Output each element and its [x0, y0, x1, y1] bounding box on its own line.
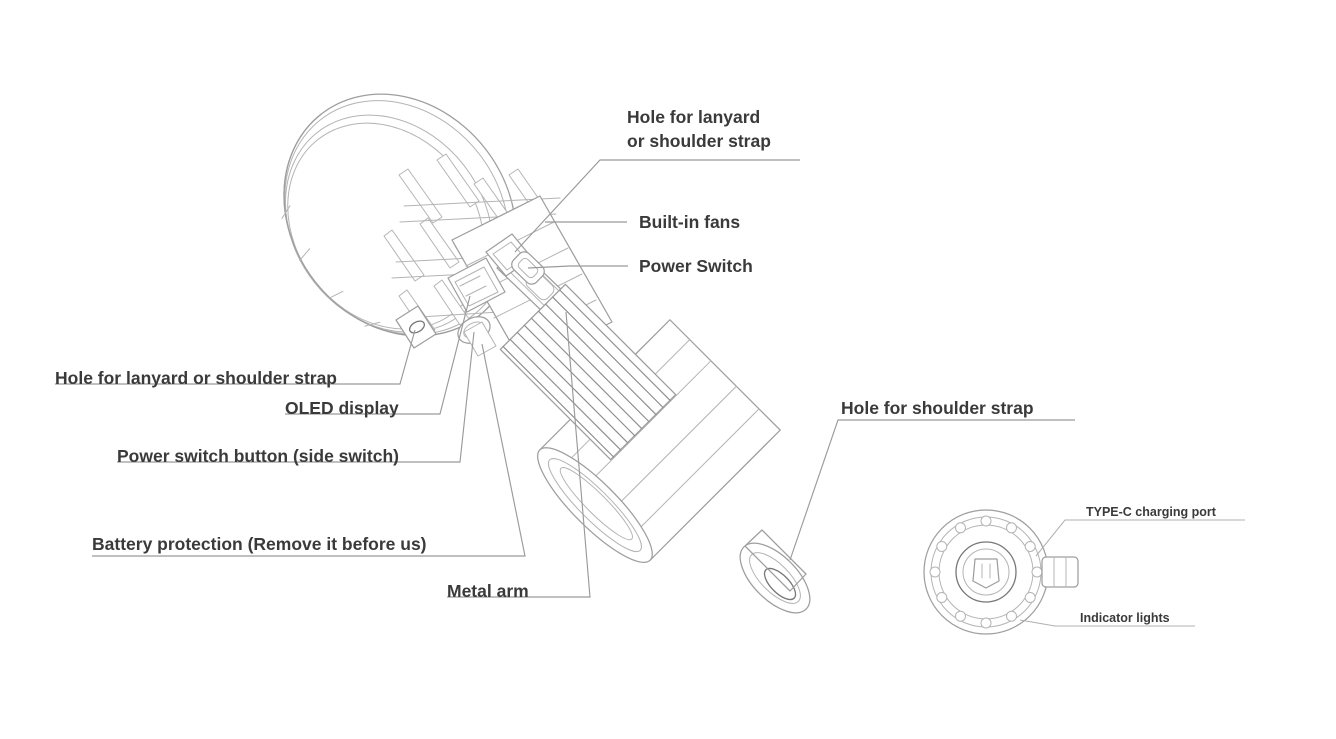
label-metal-arm: Metal arm [447, 581, 529, 601]
label-hole-lanyard-left: Hole for lanyard or shoulder strap [55, 368, 337, 388]
label-hole-lanyard-top-line1: Hole for lanyard [627, 107, 760, 127]
label-hole-shoulder-strap: Hole for shoulder strap [841, 398, 1034, 418]
leader-lines [55, 159, 1075, 598]
lanyard-hole-bracket [395, 305, 437, 349]
label-power-switch: Power Switch [639, 256, 753, 276]
flashlight-body-tube [537, 319, 781, 563]
label-battery-protection: Battery protection (Remove it before us) [92, 534, 427, 554]
label-built-in-fans: Built-in fans [639, 212, 740, 232]
tail-cap-end-view-inset: TYPE-C charging port Indicator lights [923, 505, 1245, 635]
callout-labels: Hole for lanyard or shoulder strap Built… [55, 107, 1034, 601]
type-c-port [1041, 556, 1079, 588]
indicator-light-dots [929, 515, 1043, 629]
oled-display-panel [447, 257, 506, 313]
label-power-switch-button: Power switch button (side switch) [117, 446, 399, 466]
battery-protection-tab [463, 321, 497, 357]
knurled-grip-bands [499, 283, 677, 461]
label-type-c-charging-port: TYPE-C charging port [1086, 505, 1217, 519]
tail-cap-strap-hole [739, 529, 811, 614]
label-oled-display: OLED display [285, 398, 399, 418]
flashlight-illustration [281, 93, 811, 614]
label-hole-lanyard-top-line2: or shoulder strap [627, 131, 771, 151]
label-indicator-lights: Indicator lights [1080, 611, 1170, 625]
